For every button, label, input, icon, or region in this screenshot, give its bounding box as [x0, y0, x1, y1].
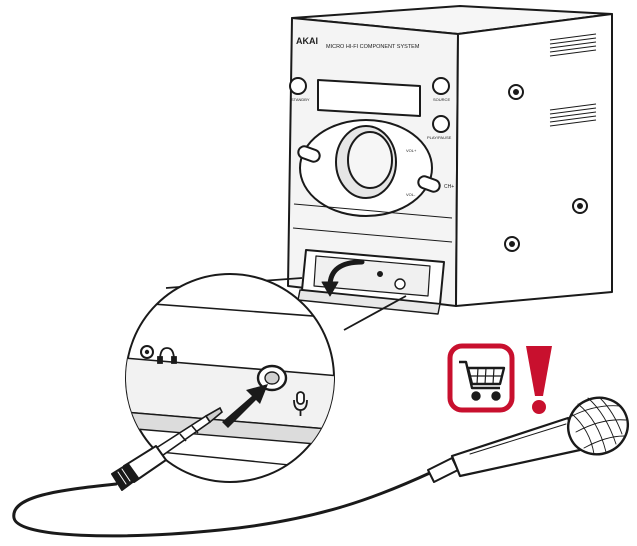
- cart-alert-badge: [447, 343, 552, 414]
- mic-head: [567, 396, 629, 456]
- microphone-icon: [293, 391, 308, 416]
- play-pause-label: PLAY/PAUSE: [427, 135, 452, 140]
- front-slot-line: [293, 203, 453, 219]
- standby-label: STANDBY: [291, 97, 310, 102]
- model-line: MICRO HI-FI COMPONENT SYSTEM: [326, 44, 420, 50]
- hifi-unit: AKAI MICRO HI-FI COMPONENT SYSTEM STANDB…: [287, 5, 613, 315]
- mic-cable: [12, 470, 434, 538]
- brand-logo: AKAI: [296, 36, 318, 46]
- lens-panel-shelf: [126, 409, 334, 447]
- exclamation-icon: [526, 346, 552, 414]
- headphone-icon: [157, 347, 177, 364]
- flap-lower-ledge: [297, 289, 441, 315]
- microphone-assembly: [12, 396, 629, 538]
- front-slot-line-2: [292, 227, 453, 243]
- insert-arrow: [222, 384, 268, 428]
- vol-minus-label: VOL-: [406, 192, 416, 197]
- display-window: [317, 79, 421, 117]
- source-button[interactable]: [432, 77, 450, 95]
- side-vent-bottom: [549, 103, 597, 127]
- magnified-callout: [125, 273, 335, 483]
- right-toggle[interactable]: [417, 175, 442, 194]
- play-pause-button[interactable]: [432, 115, 450, 133]
- source-label: SOURCE: [433, 97, 450, 102]
- left-toggle[interactable]: [297, 145, 322, 164]
- vol-plus-label: VOL+: [406, 148, 417, 153]
- shopping-cart-icon: [459, 360, 506, 401]
- mic-grille: [571, 397, 627, 455]
- volume-knob-face: [347, 131, 393, 189]
- plug-grip: [111, 463, 139, 491]
- ch-plus-label: CH+: [444, 184, 454, 190]
- mic-jack-small: [394, 278, 406, 290]
- side-vent-top: [549, 33, 597, 57]
- mic-handle[interactable]: [450, 416, 582, 478]
- unit-side-face: [455, 13, 613, 307]
- standby-button[interactable]: [289, 77, 307, 95]
- headphone-jack-small: [377, 271, 383, 277]
